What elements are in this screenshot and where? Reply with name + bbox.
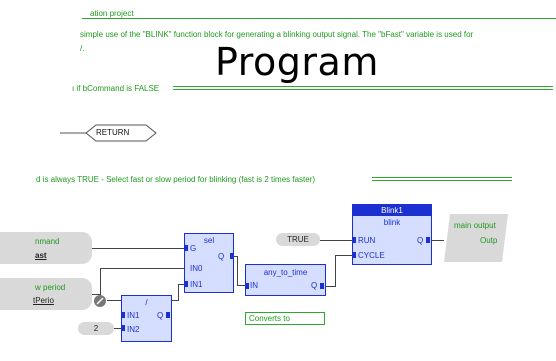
block-divide[interactable]: / (121, 295, 172, 342)
comment-false-rule (173, 86, 553, 90)
wire-to-sel-in1 (178, 284, 184, 285)
pin-tab-div-in2 (121, 325, 125, 331)
wire-to-div-in1 (107, 300, 121, 301)
const-two-value: 2 (93, 324, 99, 333)
pin-div-in2: IN2 (127, 325, 140, 334)
block-any-to-time-title: any_to_time (263, 268, 308, 277)
pin-tab-div-q (166, 312, 170, 318)
comment-true-rule (372, 177, 512, 181)
wire-to-anytotime-in (237, 285, 245, 286)
output-main-box[interactable] (444, 214, 508, 262)
input-bcommand-label: nmand (35, 237, 60, 246)
pin-tab-blink-q (426, 237, 430, 243)
input-period-label: w period (35, 283, 66, 292)
program-overlay-title: Program (215, 40, 379, 84)
wire-to-cycle (335, 255, 352, 256)
block-sel[interactable]: sel (184, 233, 234, 293)
block-sel-title: sel (203, 236, 215, 245)
header-line-2: simple use of the "BLINK" function block… (80, 30, 474, 39)
wire-period-stub (92, 294, 101, 295)
pin-anytotime-q: Q (311, 281, 318, 290)
wire-two-to-div-in2 (114, 328, 121, 329)
header-line-3: /. (80, 44, 85, 53)
pin-sel-g: G (190, 244, 197, 253)
wire-anytotime-up (335, 255, 336, 287)
negation-connector-icon[interactable] (93, 294, 107, 308)
pin-tab-blink-cycle (352, 252, 356, 258)
input-tperiod-variable: tPerio (33, 296, 54, 305)
note-converts: Converts to (245, 312, 325, 325)
const-true-value: TRUE (287, 235, 309, 244)
pin-tab-anytotime-q (320, 283, 324, 289)
block-blink[interactable]: Blink1 blink (352, 204, 432, 265)
input-bcommand-box[interactable]: nmand ast (0, 232, 92, 264)
comment-true: d is always TRUE - Select fast or slow p… (36, 175, 316, 184)
wire-true-to-run (320, 240, 352, 241)
wire-sel-q-down (237, 256, 238, 286)
wire-div-q-up (178, 284, 179, 301)
pin-sel-in1: IN1 (190, 280, 203, 289)
const-two-box[interactable]: 2 (78, 322, 114, 335)
block-blink-instance: Blink1 (353, 205, 431, 216)
wire-div-q-out (171, 300, 179, 301)
wire-anytotime-out (324, 286, 336, 287)
pin-tab-sel-in1 (184, 281, 188, 287)
wire-blink-q-to-output (430, 240, 444, 241)
output-main-variable: Outp (480, 236, 498, 245)
pin-tab-div-in1 (121, 312, 125, 318)
output-main-label: main output (454, 221, 496, 230)
block-divide-title: / (145, 298, 148, 307)
pin-blink-cycle: CYCLE (358, 251, 385, 260)
pin-tab-blink-run (352, 237, 356, 243)
wire-bfast-to-sel-g (92, 248, 184, 249)
input-period-box[interactable]: w period tPerio (0, 278, 92, 310)
wire-to-sel-in0 (100, 268, 184, 269)
pin-div-q: Q (157, 311, 164, 320)
pin-sel-q: Q (218, 252, 225, 261)
wire-vertical-left (100, 268, 101, 295)
wire-sel-q-out (232, 256, 238, 257)
pin-tab-anytotime-in (245, 283, 249, 289)
input-bfast-variable: ast (35, 251, 47, 260)
pin-blink-q: Q (417, 236, 424, 245)
pin-tab-sel-q (230, 253, 234, 259)
return-element[interactable] (60, 124, 160, 142)
block-any-to-time[interactable]: any_to_time (245, 264, 326, 296)
header-line-1: ation project (90, 9, 134, 18)
pin-anytotime-in: IN (250, 281, 258, 290)
comment-false: ı if bCommand is FALSE (72, 84, 160, 93)
pin-sel-in0: IN0 (190, 264, 203, 273)
header-divider (82, 18, 556, 19)
block-blink-type: blink (383, 218, 401, 227)
pin-div-in1: IN1 (127, 311, 140, 320)
return-label: RETURN (96, 128, 130, 137)
const-true-box[interactable]: TRUE (276, 233, 320, 246)
pin-tab-sel-g (184, 245, 188, 251)
pin-blink-run: RUN (358, 236, 376, 245)
